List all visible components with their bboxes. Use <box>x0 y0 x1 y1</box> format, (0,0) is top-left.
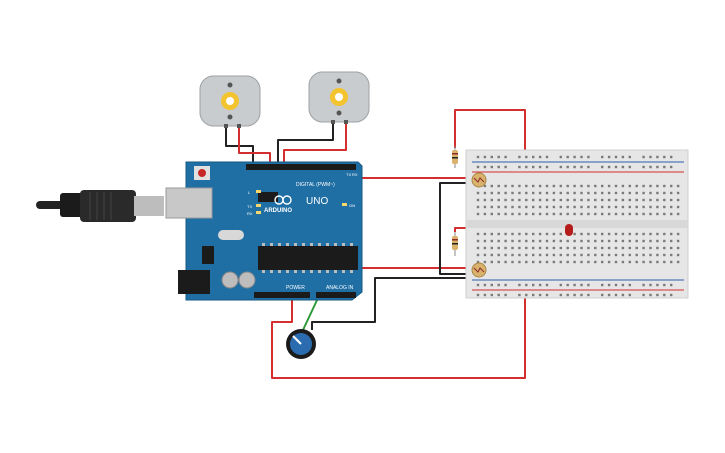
digital-header[interactable] <box>246 164 356 170</box>
atmega-chip <box>258 246 358 270</box>
l-label: L <box>248 190 251 195</box>
wire-ldr-ground[interactable] <box>439 182 470 275</box>
arduino-logo-icon <box>274 195 292 205</box>
rx-label: RX <box>247 211 253 216</box>
tx-label: TX <box>247 204 252 209</box>
analog-label: ANALOG IN <box>326 285 354 291</box>
breadboard-divider <box>466 220 688 228</box>
wire-pin-to-ldr-top[interactable] <box>342 168 475 179</box>
arduino-uno-board[interactable]: L TX RX ON DIGITAL (PWM~) ARDUINO UNO PO… <box>165 161 363 301</box>
potentiometer-icon[interactable] <box>286 329 316 359</box>
breadboard[interactable] <box>465 149 689 299</box>
rx-pin-label: RX <box>352 172 358 177</box>
led-l-icon <box>256 190 261 193</box>
reset-button[interactable] <box>198 169 206 177</box>
wire-motor1-red[interactable] <box>238 126 271 168</box>
model-label: UNO <box>306 196 328 207</box>
wire-pot-signal[interactable] <box>302 297 319 331</box>
led-tx-icon <box>256 204 261 207</box>
photoresistor-icon[interactable] <box>471 172 487 188</box>
led-icon[interactable] <box>565 224 573 236</box>
photoresistor-icon[interactable] <box>471 262 487 278</box>
breadboard-holes[interactable] <box>476 155 680 297</box>
on-label: ON <box>349 203 355 208</box>
dc-motor-icon[interactable] <box>308 71 370 124</box>
power-label: POWER <box>286 285 305 291</box>
resistor-icon[interactable] <box>452 232 458 256</box>
wire-pot-ground[interactable] <box>311 277 470 330</box>
wire-motor2-black[interactable] <box>277 122 334 168</box>
dc-motor-icon[interactable] <box>199 75 261 128</box>
digital-label: DIGITAL (PWM~) <box>296 182 335 188</box>
analog-header[interactable] <box>316 292 356 298</box>
brand-label: ARDUINO <box>264 208 292 214</box>
tx-pin-label: TX <box>346 172 351 177</box>
wire-motor2-red[interactable] <box>283 122 347 168</box>
led-on-icon <box>342 203 347 206</box>
resistor-icon[interactable] <box>452 146 458 168</box>
power-header[interactable] <box>254 292 310 298</box>
usb-plug-icon[interactable] <box>36 190 164 222</box>
led-rx-icon <box>256 211 261 214</box>
